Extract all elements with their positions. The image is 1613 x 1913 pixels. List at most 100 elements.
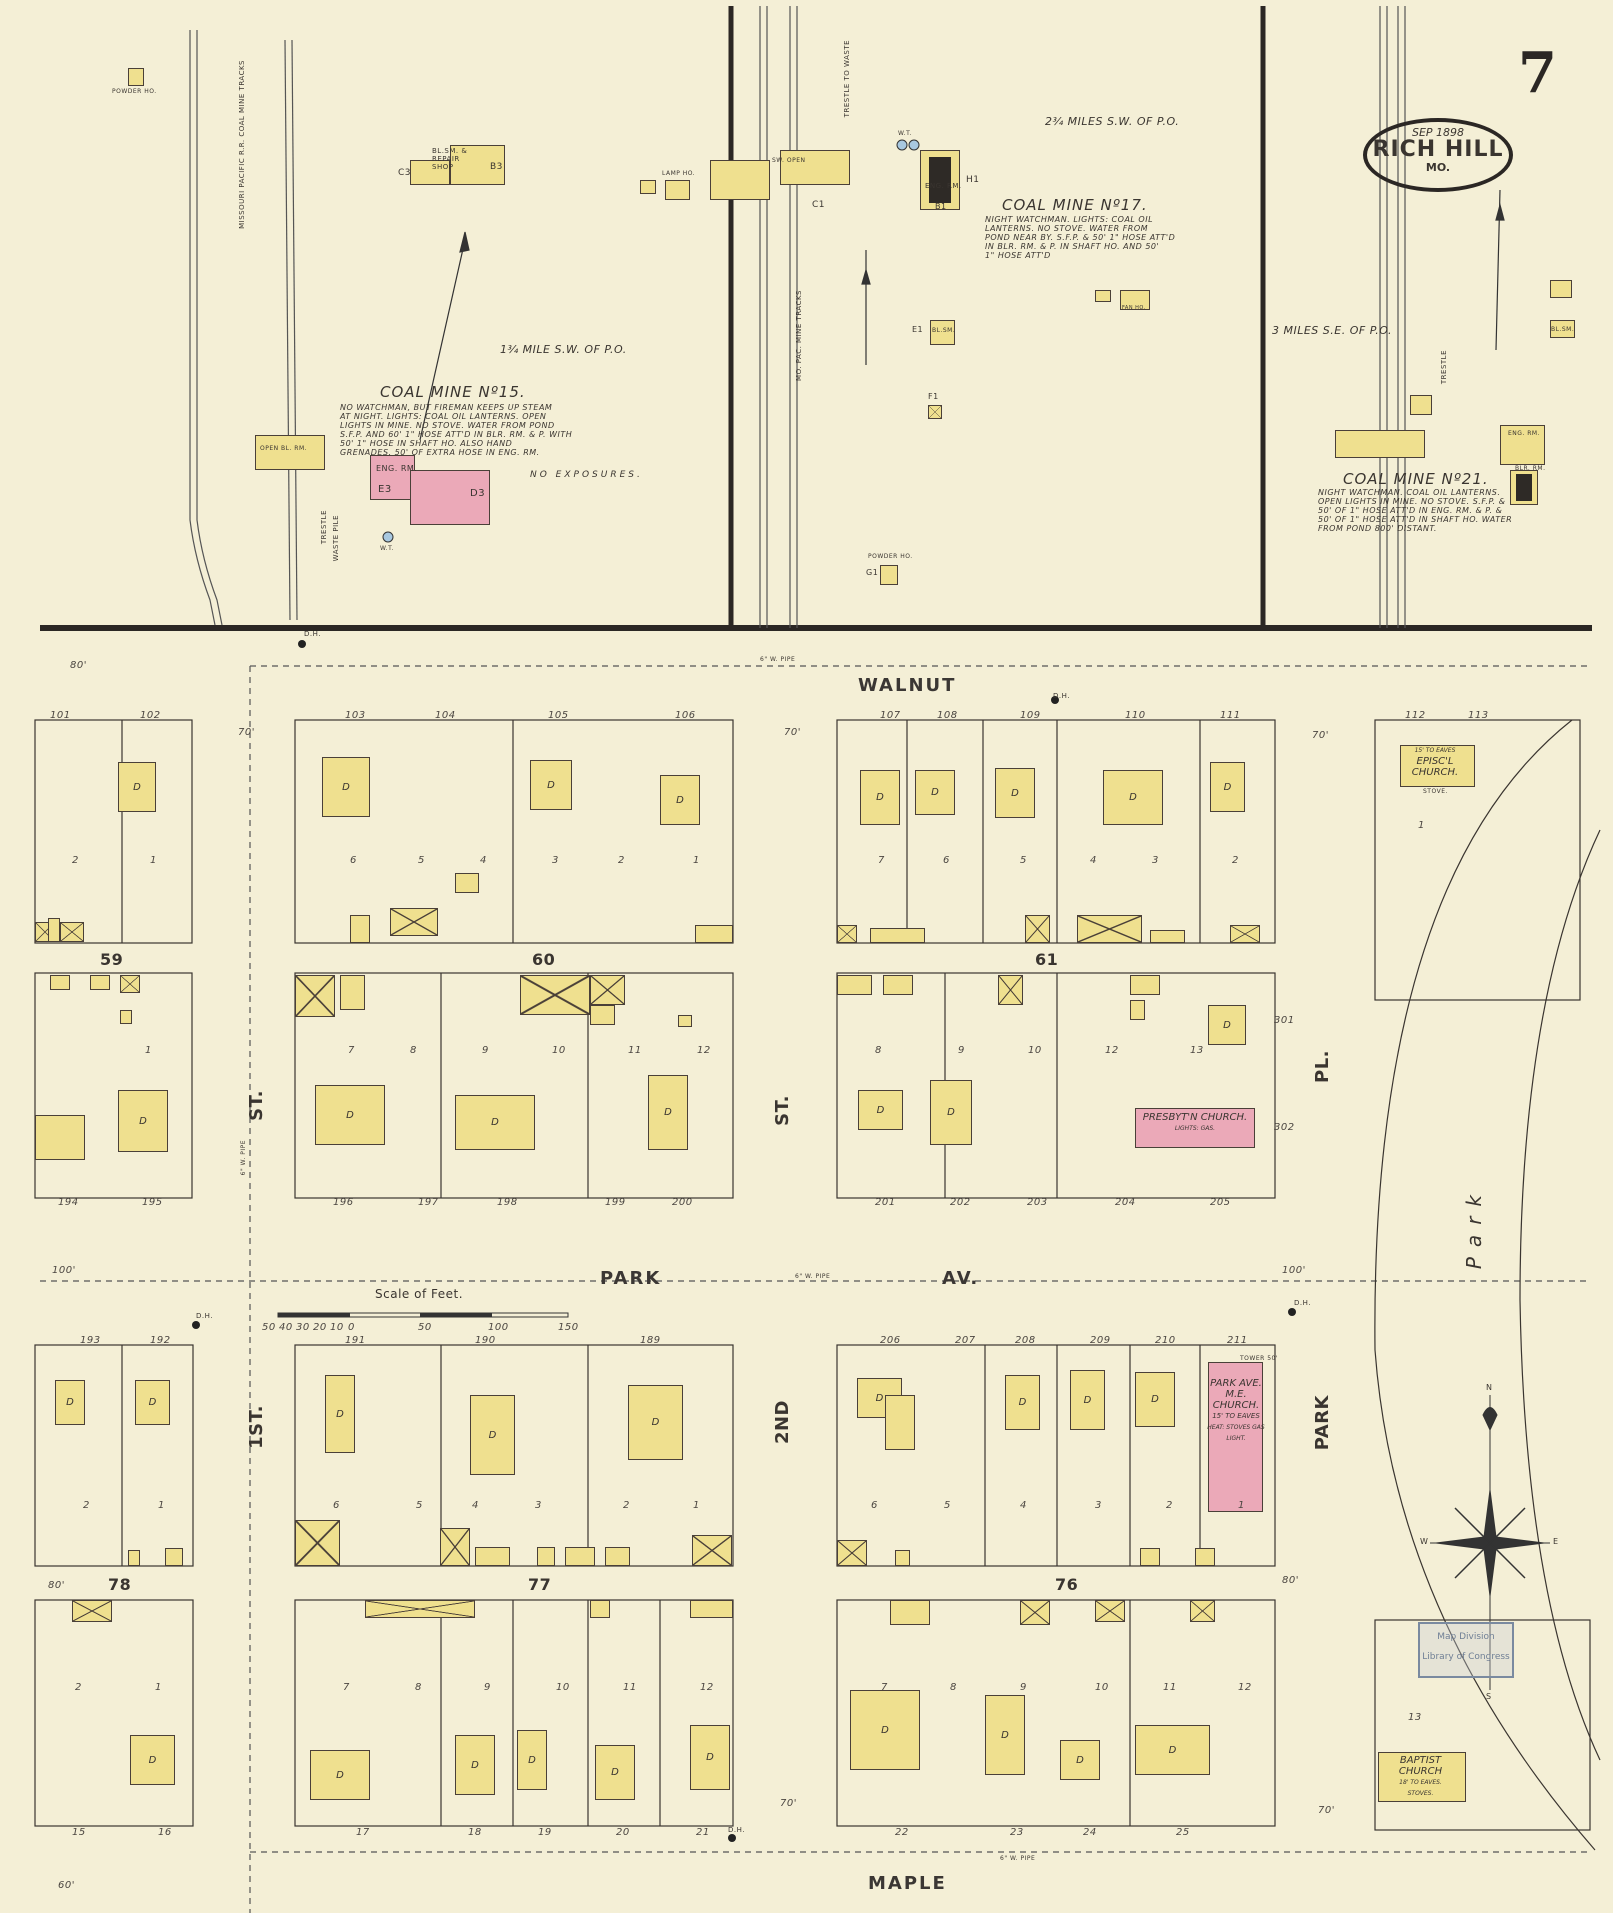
lot-number: 8 <box>415 1682 422 1693</box>
street-2nd: ST. <box>772 1095 793 1126</box>
address-number: 206 <box>880 1335 901 1346</box>
frame-building <box>640 180 656 194</box>
mine-15-title: COAL MINE Nº15. <box>380 383 526 401</box>
frame-building <box>450 145 505 185</box>
title-cartouche: SEP 1898 RICH HILL MO. <box>1363 118 1513 192</box>
address-number: 192 <box>150 1335 171 1346</box>
mine-21-label: BL.SM. <box>1551 326 1575 333</box>
address-number: 16 <box>158 1827 172 1838</box>
frame-building: D <box>455 1735 495 1795</box>
lot-number: 6 <box>943 855 950 866</box>
scale-title: Scale of Feet. <box>375 1287 464 1301</box>
mine-21-notes: NIGHT WATCHMAN. COAL OIL LANTERNS. OPEN … <box>1318 488 1513 533</box>
church-heat: HEAT: STOVES GAS LIGHT. <box>1207 1424 1265 1442</box>
dwelling-label: D <box>664 1107 672 1118</box>
brick-building <box>410 470 490 525</box>
lot-number: 2 <box>83 1500 90 1511</box>
frame-building: D <box>135 1380 170 1425</box>
mine-17-label: B1 <box>935 202 947 211</box>
dwelling-label: D <box>1076 1754 1084 1766</box>
library-stamp: Map Division Library of Congress <box>1418 1622 1514 1678</box>
lot-number: 10 <box>1095 1682 1109 1693</box>
address-number: 196 <box>333 1197 354 1208</box>
title-date: SEP 1898 <box>1411 126 1465 139</box>
frame-building: D <box>850 1690 920 1770</box>
dwelling-label: D <box>947 1107 955 1118</box>
outbuilding <box>295 1520 340 1566</box>
frame-building: D <box>648 1075 688 1150</box>
lot-number: 1 <box>693 1500 700 1511</box>
address-number: 23 <box>1010 1827 1024 1838</box>
frame-building <box>565 1547 595 1566</box>
frame-building <box>340 975 365 1010</box>
frame-building <box>695 925 733 943</box>
address-number: 199 <box>605 1197 626 1208</box>
frame-building <box>678 1015 692 1027</box>
dwelling-label: D <box>1001 1729 1009 1741</box>
address-number: 191 <box>345 1335 366 1346</box>
frame-building: D <box>690 1725 730 1790</box>
mine-15-label: B3 <box>490 162 503 172</box>
frame-building: D <box>118 762 156 812</box>
scale-tick: 30 <box>296 1322 310 1333</box>
lot-number: 6 <box>350 855 357 866</box>
dwelling-label: D <box>1129 792 1137 803</box>
lot-number: 5 <box>1020 855 1027 866</box>
frame-building: D <box>55 1380 85 1425</box>
mine-17-label: F1 <box>928 392 939 401</box>
dwelling-label: D <box>651 1417 660 1428</box>
brick-building <box>1135 1108 1255 1148</box>
outbuilding <box>928 405 942 419</box>
lot-number: 5 <box>944 1500 951 1511</box>
scale-tick: 100 <box>488 1322 509 1333</box>
lot-number: 11 <box>628 1045 642 1056</box>
frame-building <box>1410 395 1432 415</box>
lot-number: 5 <box>416 1500 423 1511</box>
outbuilding <box>1025 915 1050 943</box>
frame-building: D <box>858 1090 903 1130</box>
street-width: 80' <box>48 1580 65 1591</box>
scale-tick: 0 <box>348 1322 355 1333</box>
outbuilding <box>837 925 857 943</box>
dwelling-label: D <box>336 1408 344 1420</box>
street-width: 80' <box>70 660 87 671</box>
frame-building: D <box>530 760 572 810</box>
street-width: 100' <box>1282 1265 1306 1276</box>
mine-17-label: POWDER HO. <box>868 553 913 560</box>
block-number: 61 <box>1035 950 1059 969</box>
compass-n: N <box>1486 1383 1493 1392</box>
street-width: 70' <box>1318 1805 1335 1816</box>
church-heat: STOVES. <box>1407 1790 1434 1797</box>
pipe-label: 6" W. PIPE <box>795 1273 831 1280</box>
lot-number: 6 <box>871 1500 878 1511</box>
mine-17-label: H1 <box>966 175 980 185</box>
outbuilding <box>1020 1600 1050 1625</box>
lot-number: 4 <box>472 1500 479 1511</box>
address-number: 20 <box>616 1827 630 1838</box>
frame-building: D <box>1005 1375 1040 1430</box>
frame-building <box>665 180 690 200</box>
dwelling-label: D <box>876 1104 885 1116</box>
mine-15-label: D3 <box>470 488 486 499</box>
address-number: 301 <box>1274 1015 1295 1026</box>
lot-number: 5 <box>418 855 425 866</box>
block-number: 76 <box>1055 1575 1079 1594</box>
frame-building: D <box>118 1090 168 1152</box>
street-park-av: PARK <box>600 1268 662 1289</box>
street-1st: 1ST. <box>246 1405 267 1449</box>
title-city: RICH HILL <box>1372 137 1504 162</box>
lot-number: 12 <box>1105 1045 1119 1056</box>
address-number: 18 <box>468 1827 482 1838</box>
address-number: 210 <box>1155 1335 1176 1346</box>
frame-building: D <box>995 768 1035 818</box>
scale-tick: 150 <box>558 1322 579 1333</box>
hydrant-label: D.H. <box>304 630 321 638</box>
dwelling-label: D <box>1168 1744 1177 1756</box>
frame-building <box>350 915 370 943</box>
frame-building <box>1130 975 1160 995</box>
frame-building <box>35 1115 85 1160</box>
dwelling-label: D <box>148 1397 157 1408</box>
lot-number: 1 <box>145 1045 152 1056</box>
mine-17-label: G1 <box>866 568 879 577</box>
address-number: 200 <box>672 1197 693 1208</box>
